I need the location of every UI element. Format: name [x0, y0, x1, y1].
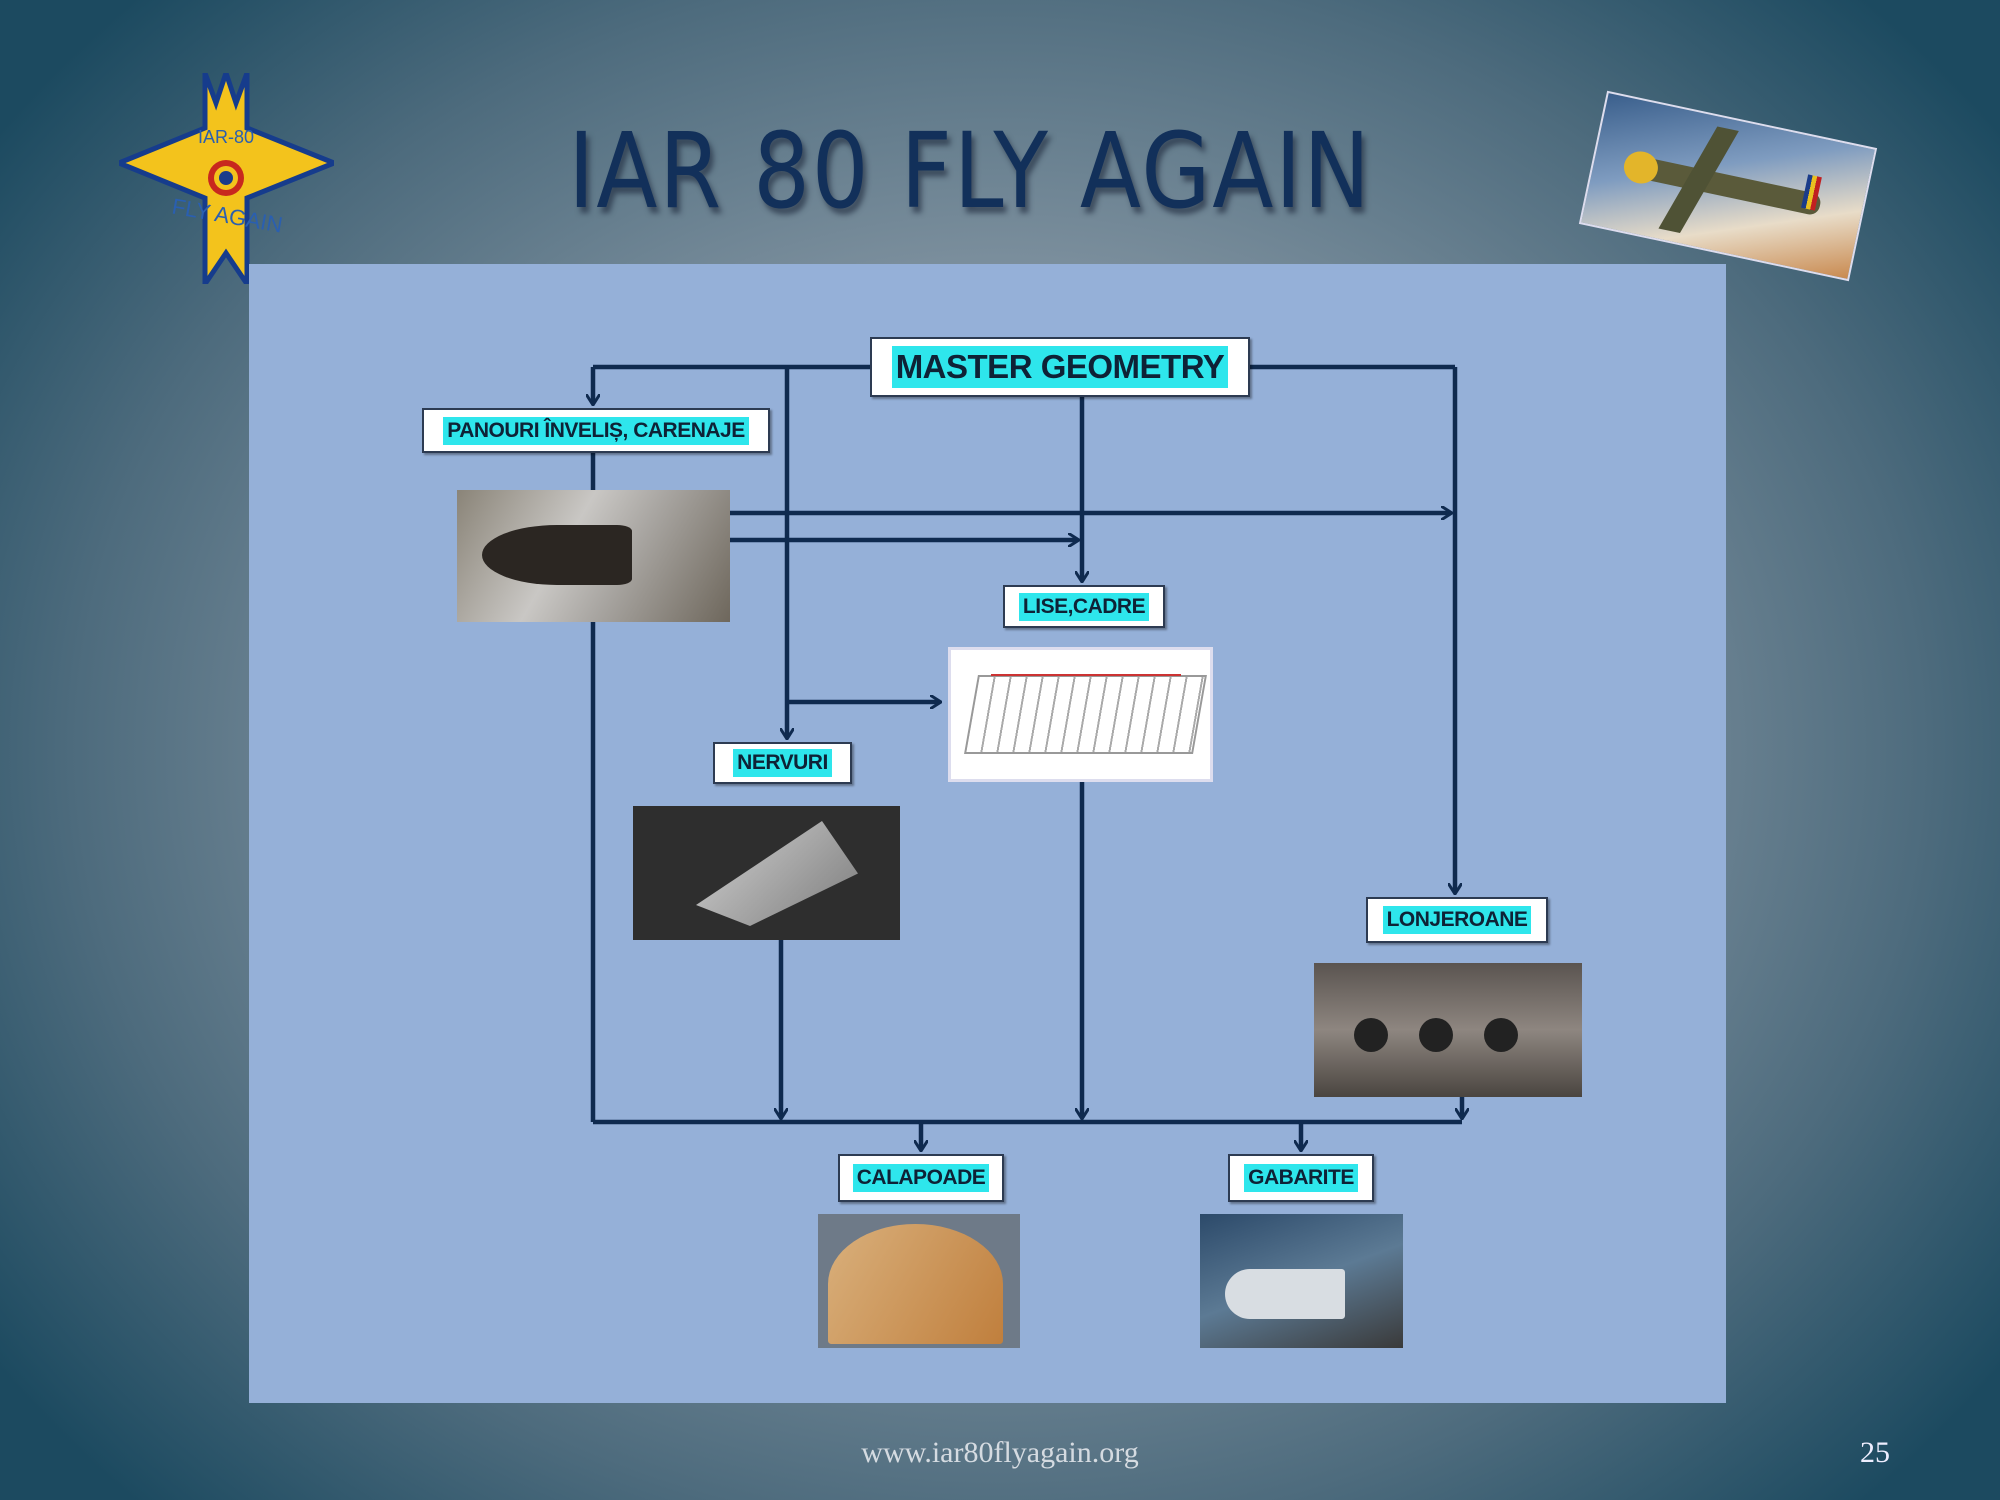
- svg-text:IAR-80: IAR-80: [198, 127, 254, 147]
- node-gabarite: GABARITE: [1228, 1154, 1374, 1202]
- node-nervuri: NERVURI: [713, 742, 852, 784]
- node-lise-cadre: LISE,CADRE: [1003, 585, 1165, 628]
- calapoade-photo: [818, 1214, 1020, 1348]
- node-label: NERVURI: [733, 749, 832, 777]
- node-label: MASTER GEOMETRY: [891, 346, 1229, 388]
- node-lonjeroane: LONJEROANE: [1366, 897, 1548, 943]
- node-label: GABARITE: [1244, 1164, 1358, 1192]
- slide-title: IAR 80 FLY AGAIN: [568, 110, 1372, 232]
- node-label: CALAPOADE: [852, 1164, 990, 1192]
- iar80-fly-again-logo: IAR-80 FLY AGAIN: [112, 65, 341, 293]
- lise-cadre-drawing: [948, 647, 1213, 782]
- node-label: LISE,CADRE: [1018, 592, 1150, 621]
- page-number: 25: [1860, 1436, 1890, 1469]
- node-label: LONJEROANE: [1382, 906, 1532, 934]
- lonjeroane-photo: [1314, 963, 1582, 1097]
- node-label: PANOURI ÎNVELIȘ, CARENAJE: [443, 416, 749, 445]
- footer-website: www.iar80flyagain.org: [861, 1436, 1139, 1469]
- node-panouri: PANOURI ÎNVELIȘ, CARENAJE: [422, 408, 770, 453]
- gabarite-photo: [1200, 1214, 1403, 1348]
- node-master-geometry: MASTER GEOMETRY: [870, 337, 1250, 397]
- node-calapoade: CALAPOADE: [838, 1154, 1004, 1202]
- panouri-photo: [457, 490, 730, 622]
- diagram-panel: [249, 264, 1726, 1403]
- nervuri-photo: [633, 806, 900, 940]
